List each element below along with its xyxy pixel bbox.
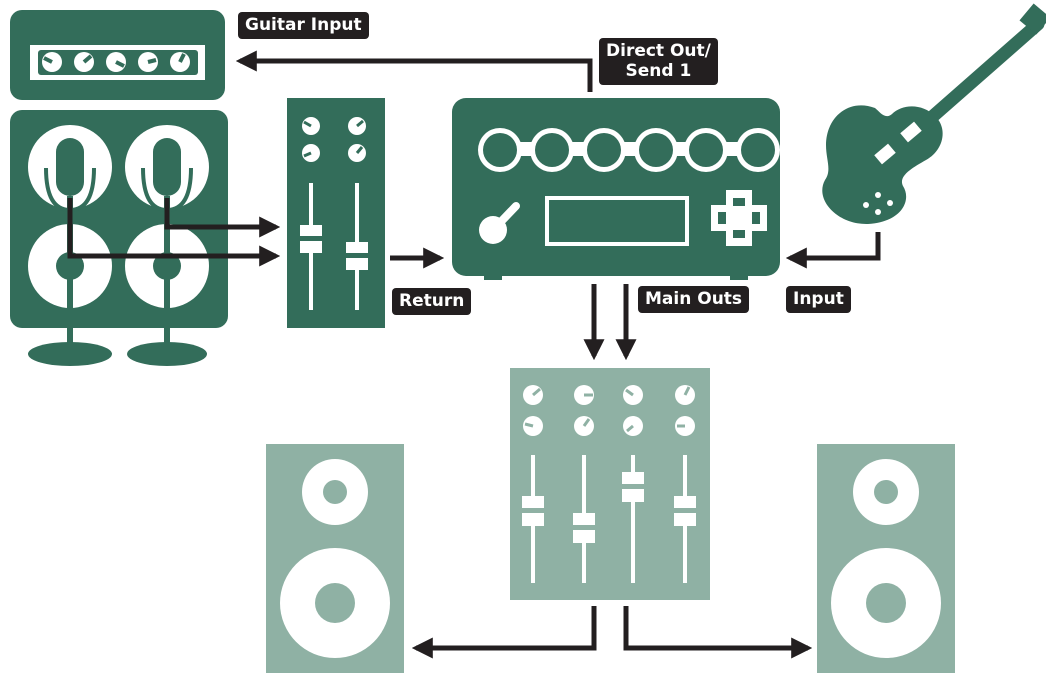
fader-cap bbox=[622, 472, 644, 502]
label-guitar-input-text: Guitar Input bbox=[245, 15, 362, 35]
fader-cap bbox=[346, 242, 368, 270]
fader-cap bbox=[522, 496, 544, 526]
label-main-outs: Main Outs bbox=[638, 286, 749, 313]
label-guitar-input: Guitar Input bbox=[238, 12, 369, 39]
main-outs-arrows bbox=[594, 284, 626, 356]
amp-head-icon bbox=[10, 10, 225, 100]
label-return-text: Return bbox=[399, 291, 464, 311]
label-input: Input bbox=[786, 286, 851, 313]
label-direct-out-send-1: Direct Out/ Send 1 bbox=[599, 38, 718, 85]
label-direct-out-line1: Direct Out/ bbox=[606, 41, 711, 61]
monitor-speaker-icon bbox=[817, 444, 955, 673]
electric-guitar-icon bbox=[822, 4, 1046, 225]
multi-effects-unit-icon bbox=[452, 98, 780, 280]
mixer-icon bbox=[510, 368, 710, 600]
speaker-cabinet-icon bbox=[10, 110, 228, 328]
input-arrow bbox=[790, 232, 878, 258]
fader-cap bbox=[573, 513, 595, 543]
channel-strip-icon bbox=[287, 98, 385, 328]
fader-cap bbox=[674, 496, 696, 526]
fader-cap bbox=[300, 225, 322, 253]
label-input-text: Input bbox=[793, 289, 844, 309]
label-main-outs-text: Main Outs bbox=[645, 289, 742, 309]
mixer-output-arrows bbox=[416, 606, 808, 648]
label-direct-out-line2: Send 1 bbox=[606, 61, 711, 81]
label-return: Return bbox=[392, 288, 471, 315]
monitor-speaker-icon bbox=[266, 444, 404, 673]
direct-out-arrow bbox=[240, 61, 590, 92]
